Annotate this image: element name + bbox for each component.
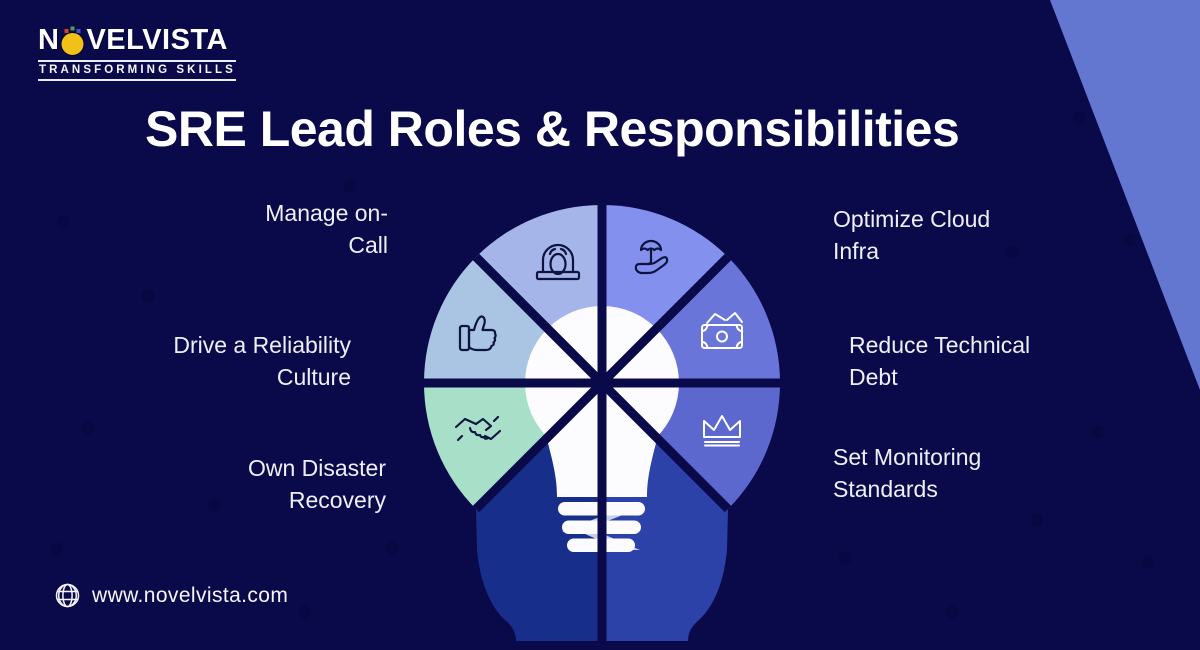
role-label-line: Drive a Reliability [173,332,351,358]
role-label-line: Standards [833,476,938,502]
footer: www.novelvista.com [54,582,288,609]
role-label-drive-reliability-culture: Drive a Reliability Culture [173,329,351,393]
money-icon [701,312,743,349]
wheel-spokes [424,203,780,643]
role-label-optimize-cloud-infra: Optimize Cloud Infra [833,203,990,267]
brand-name: N VELVISTA [38,24,236,57]
role-label-line: Infra [833,238,880,264]
brand-name-prefix: N [38,24,60,56]
role-label-line: Recovery [288,487,386,513]
role-label-reduce-technical-debt: Reduce Technical Debt [849,329,1030,393]
lightbulb-ball-icon [60,26,85,56]
hand-umbrella-icon [634,239,669,275]
website-link[interactable]: www.novelvista.com [92,583,289,607]
role-label-line: Call [348,232,388,258]
brand-tagline: TRANSFORMING SKILLS [38,60,236,81]
role-label-line: Debt [849,364,898,390]
crown-icon [703,415,741,447]
role-label-own-disaster-recovery: Own Disaster Recovery [248,452,386,516]
brand-name-suffix: VELVISTA [86,24,228,56]
siren-icon [535,243,581,281]
thumbs-up-icon [458,315,497,352]
globe-icon [55,583,80,608]
role-label-line: Optimize Cloud [833,206,991,232]
handshake-icon [454,415,502,442]
dot-texture [50,111,1155,619]
role-label-line: Set Monitoring [833,444,982,470]
role-label-manage-on-call: Manage on- Call [265,197,388,261]
role-label-line: Reduce Technical [849,332,1031,358]
page-title: SRE Lead Roles & Responsibilities [145,101,960,157]
corner-accent-shape [1050,0,1200,390]
role-label-line: Culture [276,364,351,390]
brand-logo: N VELVISTA TRANSFORMING SKILLS [38,24,236,81]
role-label-line: Manage on- [265,200,388,226]
role-label-line: Own Disaster [247,455,386,481]
role-label-set-monitoring-standards: Set Monitoring Standards [833,441,981,505]
